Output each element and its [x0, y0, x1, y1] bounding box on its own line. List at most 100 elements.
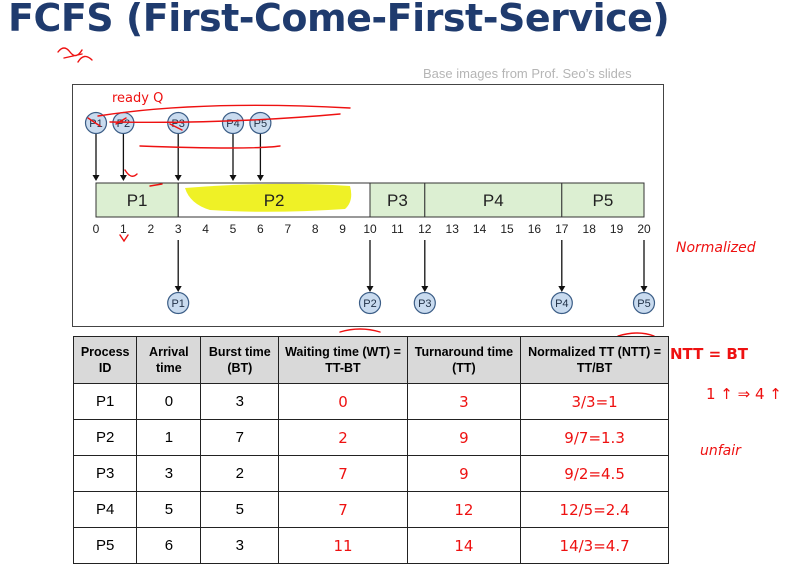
- cell-ntt: 9/7=1.3: [520, 419, 669, 456]
- arrow-head: [640, 286, 648, 292]
- segment-label: P1: [127, 191, 148, 210]
- cell-burst: 5: [200, 491, 280, 528]
- cell-pid: P3: [72, 455, 138, 492]
- cell-tt: 9: [406, 419, 522, 456]
- gantt-segment: [424, 182, 563, 218]
- arrow-head: [174, 175, 182, 181]
- col-waiting: Waiting time (WT) = TT-BT: [278, 336, 408, 384]
- cell-tt: 9: [406, 455, 522, 492]
- completion-label: P5: [637, 298, 650, 310]
- cell-tt: 14: [406, 527, 522, 564]
- cell-arrival: 3: [136, 455, 202, 492]
- arrow-head: [256, 175, 264, 181]
- time-tick: 3: [175, 222, 182, 236]
- time-tick: 4: [202, 222, 209, 236]
- col-burst: Burst time (BT): [200, 336, 280, 384]
- note-unfair: unfair: [700, 443, 741, 459]
- col-process-id: Process ID: [72, 336, 138, 384]
- cell-wt: 2: [278, 419, 408, 456]
- completion-circle: [167, 291, 190, 315]
- ready-queue-line: [97, 104, 351, 149]
- time-tick: 12: [418, 222, 432, 236]
- time-tick: 15: [500, 222, 514, 236]
- cell-tt: 12: [406, 491, 522, 528]
- cell-pid: P2: [72, 419, 138, 456]
- arrow-head: [229, 175, 237, 181]
- table-row: P1 0 3 0 3 3/3=1: [72, 383, 669, 420]
- segment-label: P3: [387, 191, 408, 210]
- completion-circle: [632, 291, 656, 315]
- cell-ntt: 3/3=1: [520, 383, 669, 420]
- cell-burst: 7: [200, 419, 280, 456]
- arrow-head: [92, 175, 100, 181]
- arrow-head: [421, 286, 429, 292]
- time-tick: 18: [583, 222, 597, 236]
- time-tick: 5: [230, 222, 237, 236]
- completion-label: P3: [418, 298, 431, 310]
- cell-arrival: 5: [136, 491, 202, 528]
- time-tick: 8: [312, 222, 319, 236]
- time-tick: 6: [257, 222, 264, 236]
- cell-ntt: 12/5=2.4: [520, 491, 669, 528]
- cell-pid: P5: [72, 527, 138, 564]
- arrival-circle: [167, 111, 190, 135]
- gantt-segment: [369, 182, 426, 218]
- time-tick: 1: [120, 222, 127, 236]
- p2-highlight: [185, 183, 352, 212]
- time-tick: 2: [147, 222, 154, 236]
- ready-q-text: ready Q: [112, 91, 163, 106]
- cell-pid: P4: [72, 491, 138, 528]
- cell-wt: 7: [278, 455, 408, 492]
- cell-wt: 11: [278, 527, 408, 564]
- cell-burst: 3: [200, 383, 280, 420]
- time-tick: 11: [391, 222, 404, 236]
- cell-burst: 2: [200, 455, 280, 492]
- segment-label: P5: [593, 191, 614, 210]
- note-ntt-formula: NTT = BT: [670, 345, 749, 363]
- cell-arrival: 0: [136, 383, 202, 420]
- cell-arrival: 6: [136, 527, 202, 564]
- arrival-circle: [249, 111, 272, 135]
- cell-ntt: 9/2=4.5: [520, 455, 669, 492]
- cell-wt: 7: [278, 491, 408, 528]
- table-row: P4 5 5 7 12 12/5=2.4: [72, 491, 669, 528]
- col-turnaround: Turnaround time (TT): [406, 336, 522, 384]
- cell-arrival: 1: [136, 419, 202, 456]
- note-one-arrow: 1 ↑ ⇒ 4 ↑: [706, 385, 782, 403]
- table-row: P3 3 2 7 9 9/2=4.5: [72, 455, 669, 492]
- arrow-head: [366, 286, 374, 292]
- time-tick: 0: [93, 222, 100, 236]
- time-tick: 16: [528, 222, 542, 236]
- arrow-head: [558, 286, 566, 292]
- arrival-label: P5: [254, 118, 267, 130]
- arrow-head: [174, 286, 182, 292]
- gantt-segment: [561, 182, 645, 218]
- completion-circle: [550, 291, 573, 315]
- completion-label: P1: [171, 298, 184, 310]
- credit-note: Base images from Prof. Seo’s slides: [423, 66, 632, 81]
- arrival-marks: [87, 117, 183, 243]
- time-tick: 7: [284, 222, 291, 236]
- table-row: P2 1 7 2 9 9/7=1.3: [72, 419, 669, 456]
- time-tick: 13: [446, 222, 460, 236]
- page-title: FCFS (First-Come-First-Service): [8, 0, 670, 40]
- completion-circle: [358, 291, 382, 315]
- time-tick: 14: [473, 222, 487, 236]
- segment-label: P4: [483, 191, 504, 210]
- table-row: P5 6 3 11 14 14/3=4.7: [72, 527, 669, 564]
- segment-label: P2: [264, 191, 285, 210]
- col-normalized: Normalized TT (NTT) = TT/BT: [520, 336, 669, 384]
- time-tick: 19: [610, 222, 624, 236]
- completion-label: P2: [363, 298, 376, 310]
- arrival-circle: [221, 111, 245, 135]
- arrow-head: [119, 175, 127, 181]
- completion-circle: [413, 291, 436, 315]
- time-tick: 10: [363, 222, 377, 236]
- note-normalized: Normalized: [676, 240, 756, 256]
- gantt-panel: [72, 84, 664, 327]
- completion-marks: [339, 328, 655, 337]
- table-header-row: Process ID Arrival time Burst time (BT) …: [72, 336, 669, 384]
- time-tick: 9: [339, 222, 346, 236]
- cell-tt: 3: [406, 383, 522, 420]
- completion-label: P4: [555, 298, 568, 310]
